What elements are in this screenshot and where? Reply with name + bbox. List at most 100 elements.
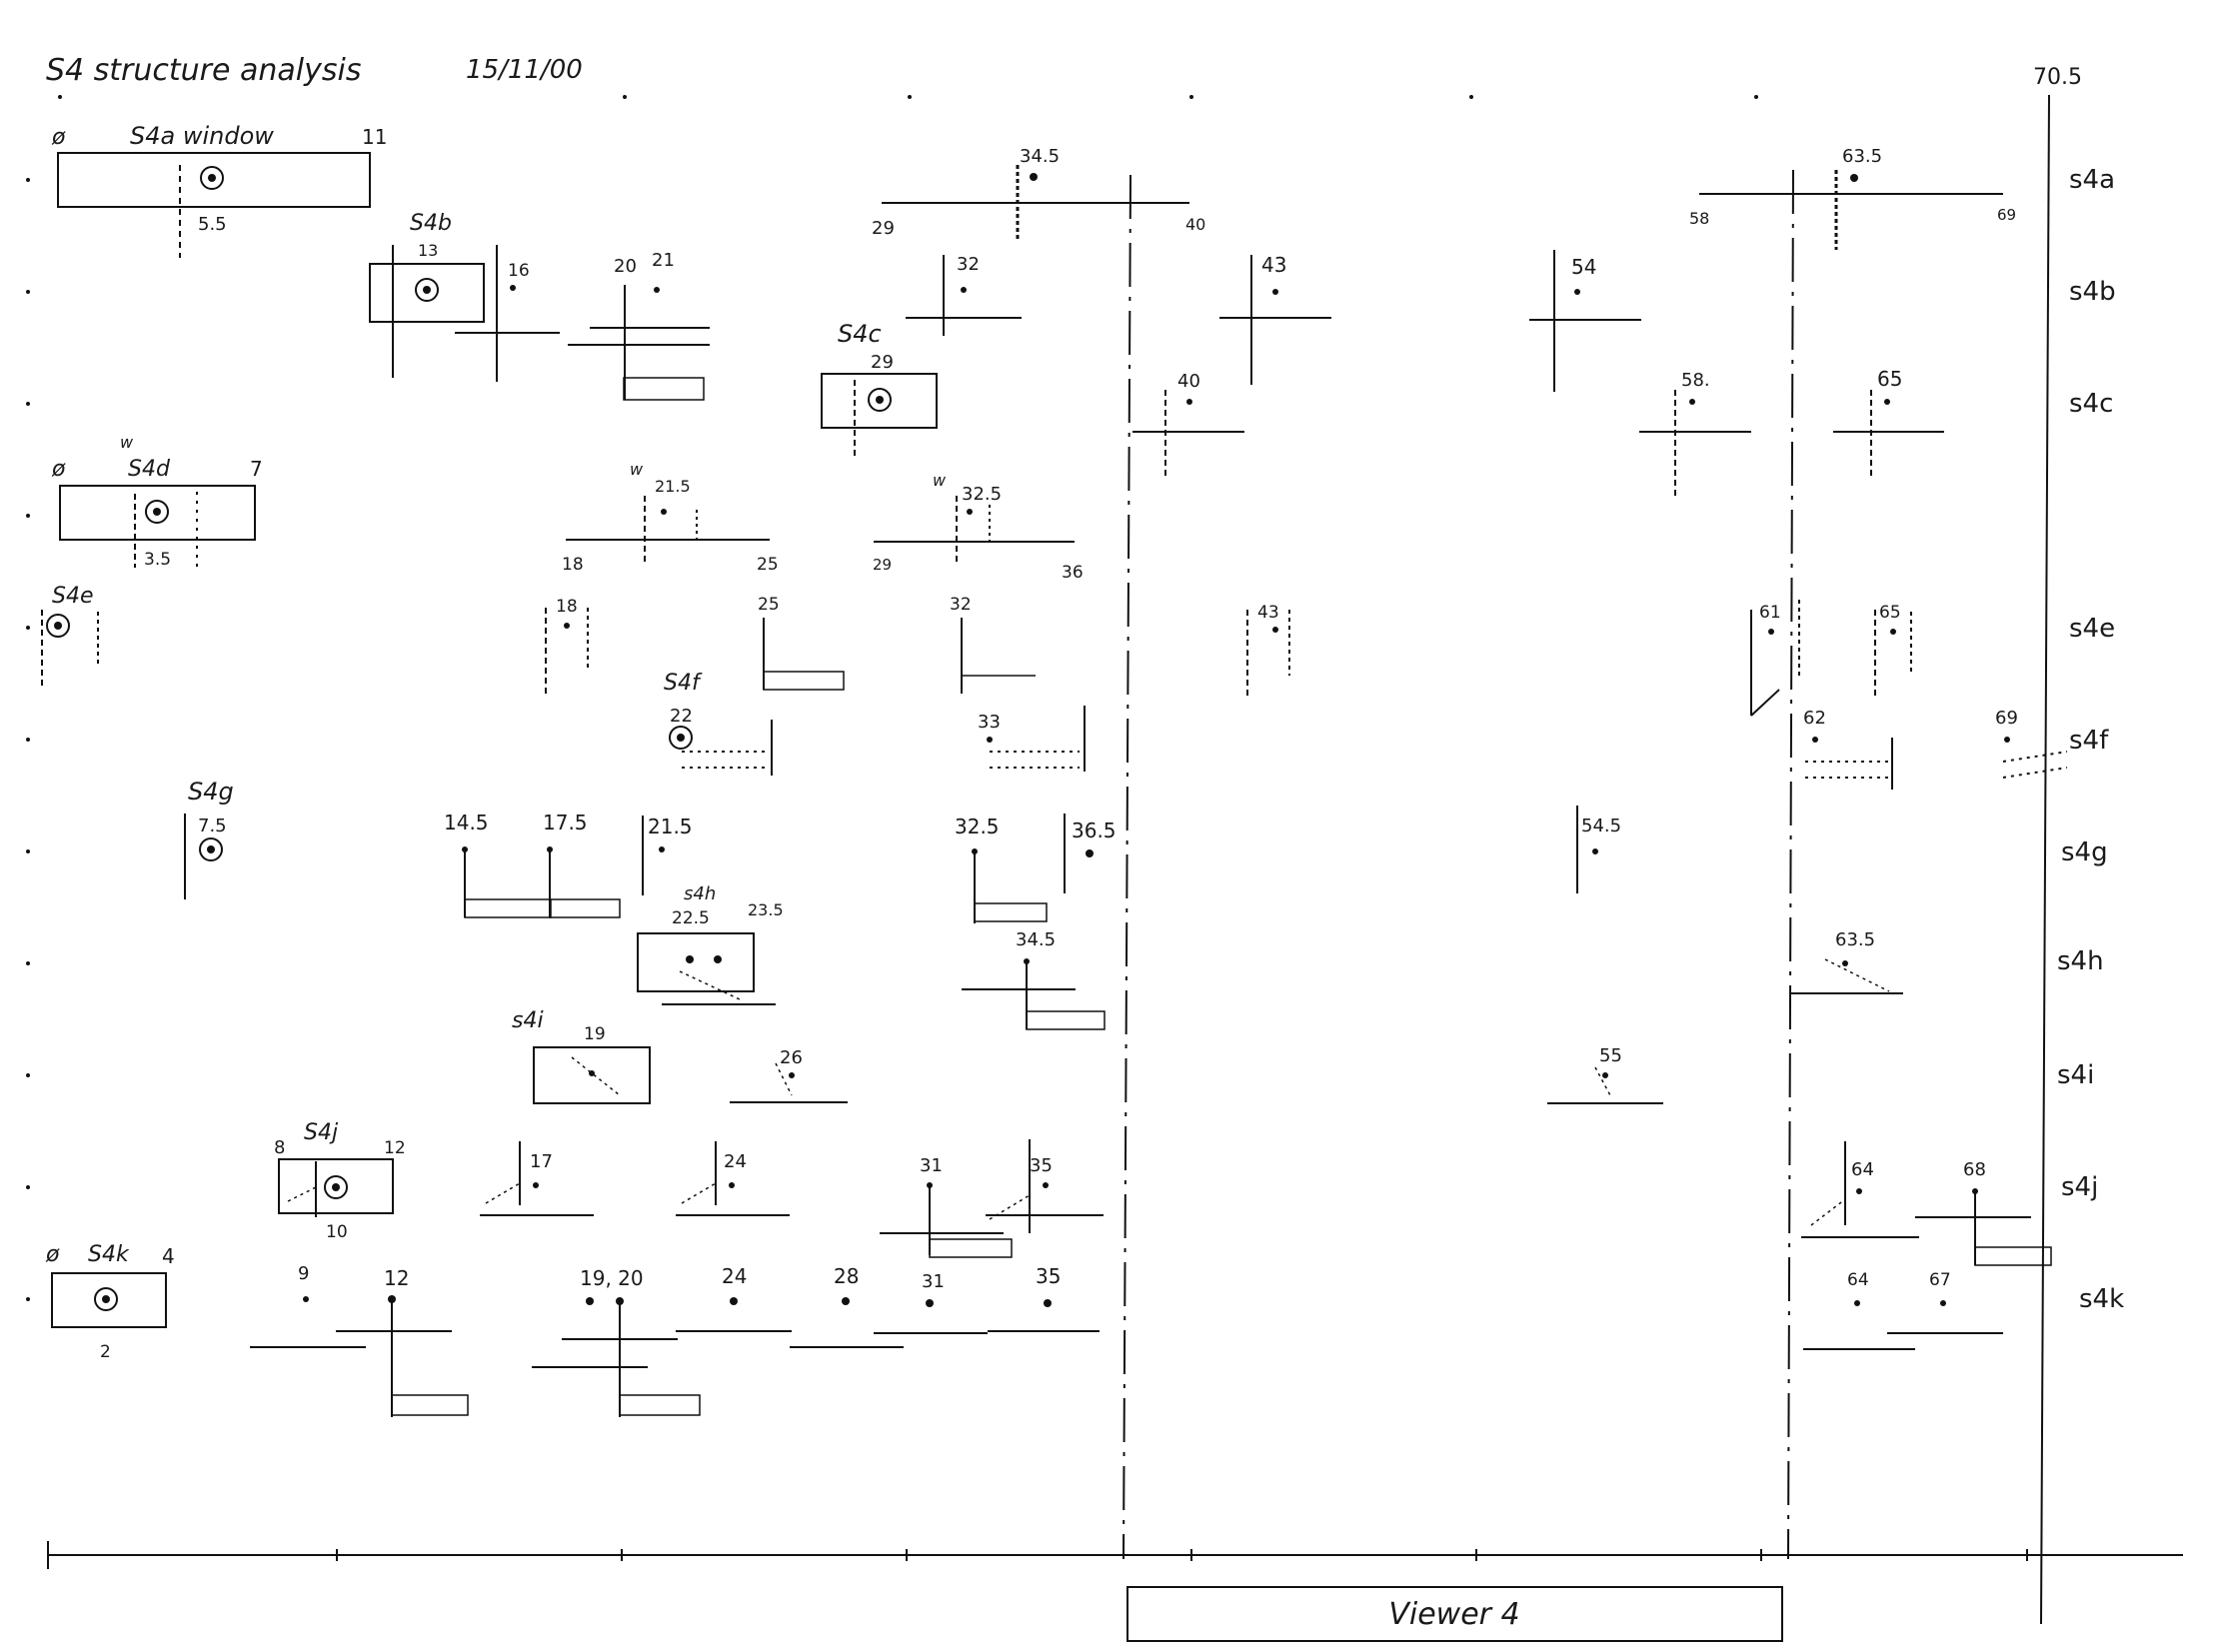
- row-label: s4k: [2079, 1284, 2124, 1314]
- diagram-title: S4 structure analysis: [46, 53, 361, 88]
- box-left-value: ø: [51, 125, 66, 150]
- event-value: 63.5: [1835, 929, 1875, 950]
- box-sub-value: 3.5: [144, 550, 171, 570]
- row-s4g: S4g 7.5 14.5 17.5 21.5 32.5 36.5 54.5: [184, 778, 1621, 923]
- row-s4f: S4f 22 33 62 69: [664, 671, 2068, 790]
- box-value: 22.5: [672, 908, 710, 928]
- event-mark: w: [933, 471, 947, 490]
- range-end: 40: [1185, 215, 1205, 234]
- window-box: [637, 932, 755, 992]
- event-value: 36.5: [1072, 819, 1116, 842]
- event-name: S4e: [52, 584, 94, 609]
- box-mark: w: [120, 433, 134, 452]
- row-labels: s4a s4b s4c s4e s4f s4g s4h s4i s4j s4k: [2057, 165, 2124, 1314]
- row-label: s4h: [2057, 946, 2104, 976]
- event-name: S4g: [188, 778, 234, 806]
- event-value: 33: [978, 712, 1001, 733]
- event-marker: [199, 837, 223, 861]
- event-value: 9: [298, 1263, 309, 1284]
- row-s4j: 8 S4j 12 10 17 24 31 35 64 68: [274, 1120, 2052, 1266]
- event-value: 40: [1177, 371, 1200, 392]
- event-value: 14.5: [444, 811, 489, 834]
- event-value: 12: [384, 1266, 409, 1290]
- row-s4i: s4i 19 26 55: [512, 1008, 1663, 1104]
- box-right-value: 11: [362, 125, 387, 149]
- range-end: 69: [1997, 206, 2016, 224]
- event-marker: [868, 388, 892, 412]
- row-s4c: S4c 29 40 58. 65: [821, 320, 1944, 498]
- row-label: s4b: [2069, 277, 2116, 307]
- guide-lines: [1122, 94, 2050, 1625]
- row-label: s4c: [2069, 389, 2113, 419]
- window-box: [59, 485, 256, 541]
- range-end: 36: [1062, 563, 1084, 583]
- event-value: 58.: [1681, 370, 1710, 391]
- section-divider-1: [1122, 174, 1131, 1560]
- end-line: [2040, 94, 2050, 1625]
- event-value: 43: [1261, 253, 1286, 277]
- event-value: 32.5: [962, 484, 1002, 505]
- box-sub-value: 5.5: [198, 214, 227, 235]
- box-value: 19: [584, 1024, 606, 1044]
- window-box: [57, 152, 371, 208]
- event-value: 43: [1257, 603, 1279, 623]
- box-right-value: 23.5: [748, 900, 784, 919]
- event-value: 24: [724, 1151, 747, 1172]
- event-value: 21.5: [655, 477, 691, 496]
- event-value: 62: [1803, 708, 1826, 729]
- event-value: 32: [957, 254, 980, 275]
- range-start: 29: [872, 218, 895, 239]
- event-name: S4f: [664, 671, 703, 696]
- row-s4h: s4h 22.5 23.5 34.5 63.5: [637, 883, 1903, 1030]
- box-value: 29: [871, 352, 894, 373]
- margin-dots: [26, 95, 1758, 1301]
- window-box: [278, 1158, 394, 1214]
- event-value: 24: [722, 1264, 747, 1288]
- event-value: 32.5: [955, 815, 1000, 838]
- row-s4b: S4b 13 16 20 21 32 43 54: [369, 211, 1641, 401]
- event-value: 55: [1599, 1045, 1622, 1066]
- footer-label-box: [1126, 1586, 1783, 1642]
- box-value: 13: [418, 241, 438, 260]
- event-value: 65: [1877, 367, 1902, 391]
- box-left-value: 8: [274, 1137, 285, 1158]
- box-sub-value: 10: [326, 1222, 348, 1242]
- window-box: [533, 1046, 651, 1104]
- box-right-value: 12: [384, 1138, 406, 1158]
- event-value: 17: [530, 1151, 553, 1172]
- box-right-value: 4: [162, 1244, 175, 1268]
- box-name: s4i: [512, 1008, 544, 1033]
- footer-label: Viewer 4: [1388, 1597, 1519, 1632]
- event-value: 31: [920, 1155, 943, 1176]
- event-value: 22: [670, 706, 693, 727]
- event-value: 16: [508, 261, 530, 281]
- event-value: 18: [556, 597, 578, 617]
- event-value: 35: [1030, 1155, 1053, 1176]
- range-start: 18: [562, 555, 584, 575]
- event-marker: [200, 166, 224, 190]
- box-right-value: 7: [250, 457, 263, 481]
- event-value: 67: [1929, 1270, 1951, 1290]
- event-value: 34.5: [1016, 929, 1056, 950]
- event-value: 19, 20: [580, 1266, 644, 1290]
- box-name: S4k: [88, 1242, 130, 1267]
- event-marker: [145, 500, 169, 524]
- row-s4a: ø S4a window 11 5.5 34.5 29 40 63.5 58 6…: [51, 122, 2016, 258]
- box-name: S4b: [410, 211, 452, 236]
- box-name: S4a window: [130, 122, 274, 150]
- window-box: [51, 1272, 167, 1328]
- box-left-value: ø: [45, 1242, 60, 1267]
- event-value: 63.5: [1842, 146, 1882, 167]
- row-label: s4g: [2061, 837, 2108, 867]
- row-label: s4e: [2069, 614, 2115, 644]
- timeline-axis: [47, 1541, 2183, 1569]
- box-sub-value: 2: [100, 1342, 111, 1362]
- event-marker: [94, 1287, 118, 1311]
- window-box: [821, 373, 938, 429]
- event-value: 65: [1879, 603, 1901, 623]
- event-value: 35: [1036, 1264, 1061, 1288]
- row-label: s4a: [2069, 165, 2115, 195]
- event-value: 31: [922, 1271, 945, 1292]
- event-value: 25: [758, 595, 780, 615]
